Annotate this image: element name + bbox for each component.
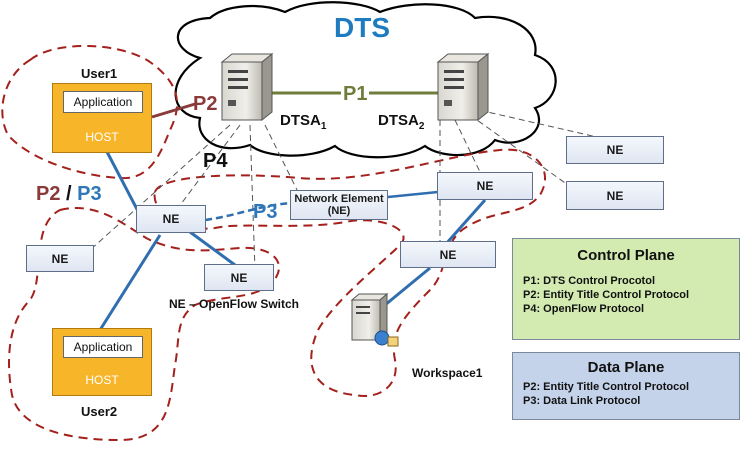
user1-host-label: HOST: [85, 130, 119, 144]
user1-host: Application HOST: [52, 83, 152, 153]
dts-title: DTS: [334, 12, 390, 43]
user1-application: Application: [63, 91, 143, 113]
data-item-p3: P3: Data Link Protocol: [523, 395, 641, 407]
p3-label-mid: P3: [253, 201, 278, 223]
slash-label: /: [66, 183, 72, 205]
data-links: [98, 147, 487, 331]
user2-host: Application HOST: [52, 328, 152, 396]
ne-link: [387, 190, 439, 199]
control-item-p4: P4: OpenFlow Protocol: [523, 303, 645, 315]
p2-link: [151, 102, 196, 119]
user1-label: User1: [81, 66, 118, 81]
p2-p3-label: P2 / P3: [36, 183, 102, 206]
user1-region: [1, 45, 179, 180]
p1-label: P1: [341, 83, 370, 106]
data-item-p2: P2: Entity Title Control Protocol: [523, 381, 690, 393]
ne-right-lower: NE: [400, 241, 496, 268]
network-element-box: Network Element (NE): [290, 190, 388, 220]
ne-openflow: NE: [204, 264, 274, 291]
dtsa2-label: DTSA2: [378, 112, 424, 132]
user2-host-label: HOST: [85, 373, 119, 387]
dtsa2-name: DTSA: [378, 112, 419, 129]
workspace-caption: Workspace1: [412, 366, 483, 380]
ne-far-mid: NE: [566, 181, 664, 210]
control-item-p1: P1: DTS Control Procotol: [523, 275, 655, 287]
data-plane-title: Data Plane: [587, 359, 665, 376]
control-plane-legend: Control Plane P1: DTS Control Procotol P…: [512, 238, 740, 340]
dtsa1-sub: 1: [320, 121, 327, 132]
openflow-caption: NE – OpenFlow Switch: [169, 297, 300, 311]
ne-far-top: NE: [566, 136, 664, 164]
control-item-p2: P2: Entity Title Control Protocol: [523, 289, 690, 301]
ne-main: NE: [136, 205, 206, 233]
ne-left: NE: [26, 245, 94, 272]
p4-label: P4: [203, 150, 228, 172]
control-plane-title: Control Plane: [577, 247, 675, 264]
dtsa2-sub: 2: [418, 121, 425, 132]
user2-application: Application: [63, 336, 143, 358]
dtsa2-server-icon: [436, 52, 490, 122]
p2-label: P2: [193, 93, 218, 115]
data-plane-legend: Data Plane P2: Entity Title Control Prot…: [512, 352, 740, 420]
dtsa1-label: DTSA1: [280, 112, 326, 132]
p3-label-left: P3: [77, 183, 102, 205]
user2-label: User2: [81, 404, 118, 419]
control-links: [89, 107, 611, 271]
p3-link-dashed: [204, 201, 293, 222]
center-region: [153, 148, 546, 397]
ne-right-center: NE: [437, 172, 533, 200]
user2-region: [8, 207, 280, 442]
p2-label-left: P2: [36, 183, 61, 205]
dtsa1-server-icon: [220, 52, 274, 122]
workspace-server-icon: [350, 292, 399, 347]
dtsa1-name: DTSA: [280, 112, 321, 129]
